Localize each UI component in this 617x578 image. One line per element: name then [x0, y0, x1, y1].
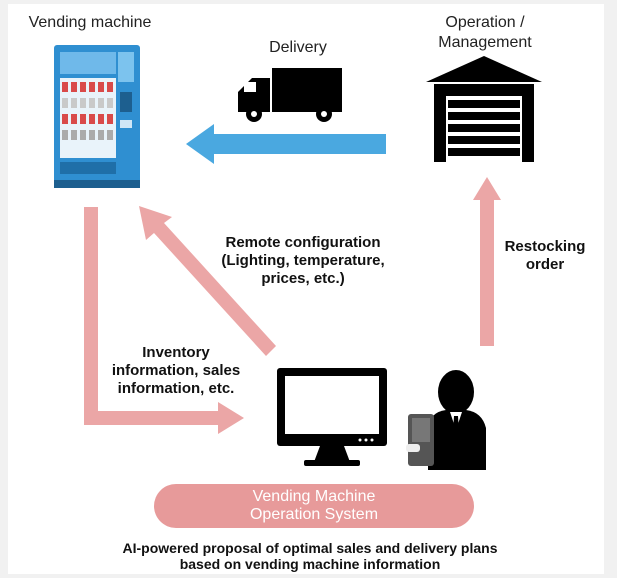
inventory-label-line1: Inventory — [142, 344, 210, 361]
operation-system-badge: Vending Machine Operation System — [154, 484, 474, 528]
operator-person-icon — [406, 370, 486, 470]
caption-line2: based on vending machine information — [179, 556, 441, 572]
delivery-label: Delivery — [269, 39, 327, 56]
remote-config-label-line3: prices, etc.) — [261, 270, 345, 287]
restocking-arrow — [473, 177, 501, 346]
computer-monitor-icon — [277, 368, 387, 466]
inventory-label-line3: information, etc. — [117, 380, 235, 397]
warehouse-icon — [426, 56, 542, 162]
delivery-truck-icon — [238, 68, 342, 122]
inventory-label-line2: information, sales — [111, 362, 241, 379]
vending-machine-label: Vending machine — [28, 14, 152, 31]
diagram-caption: AI-powered proposal of optimal sales and… — [40, 540, 580, 572]
inventory-arrow — [84, 207, 244, 434]
delivery-arrow — [186, 124, 386, 164]
restocking-label-line1: Restocking — [504, 238, 586, 255]
restocking-label-line2: order — [525, 256, 565, 273]
operation-system-line1: Vending Machine — [252, 488, 376, 505]
remote-config-label-line1: Remote configuration — [225, 234, 381, 251]
remote-configuration-arrow — [139, 206, 276, 356]
caption-line1: AI-powered proposal of optimal sales and… — [122, 540, 498, 556]
operation-system-line2: Operation System — [249, 506, 379, 523]
remote-config-label-line2: (Lighting, temperature, — [221, 252, 385, 269]
operation-label-line1: Operation / — [445, 14, 525, 31]
vending-machine-icon — [54, 45, 140, 188]
operation-label-line2: Management — [438, 34, 532, 51]
